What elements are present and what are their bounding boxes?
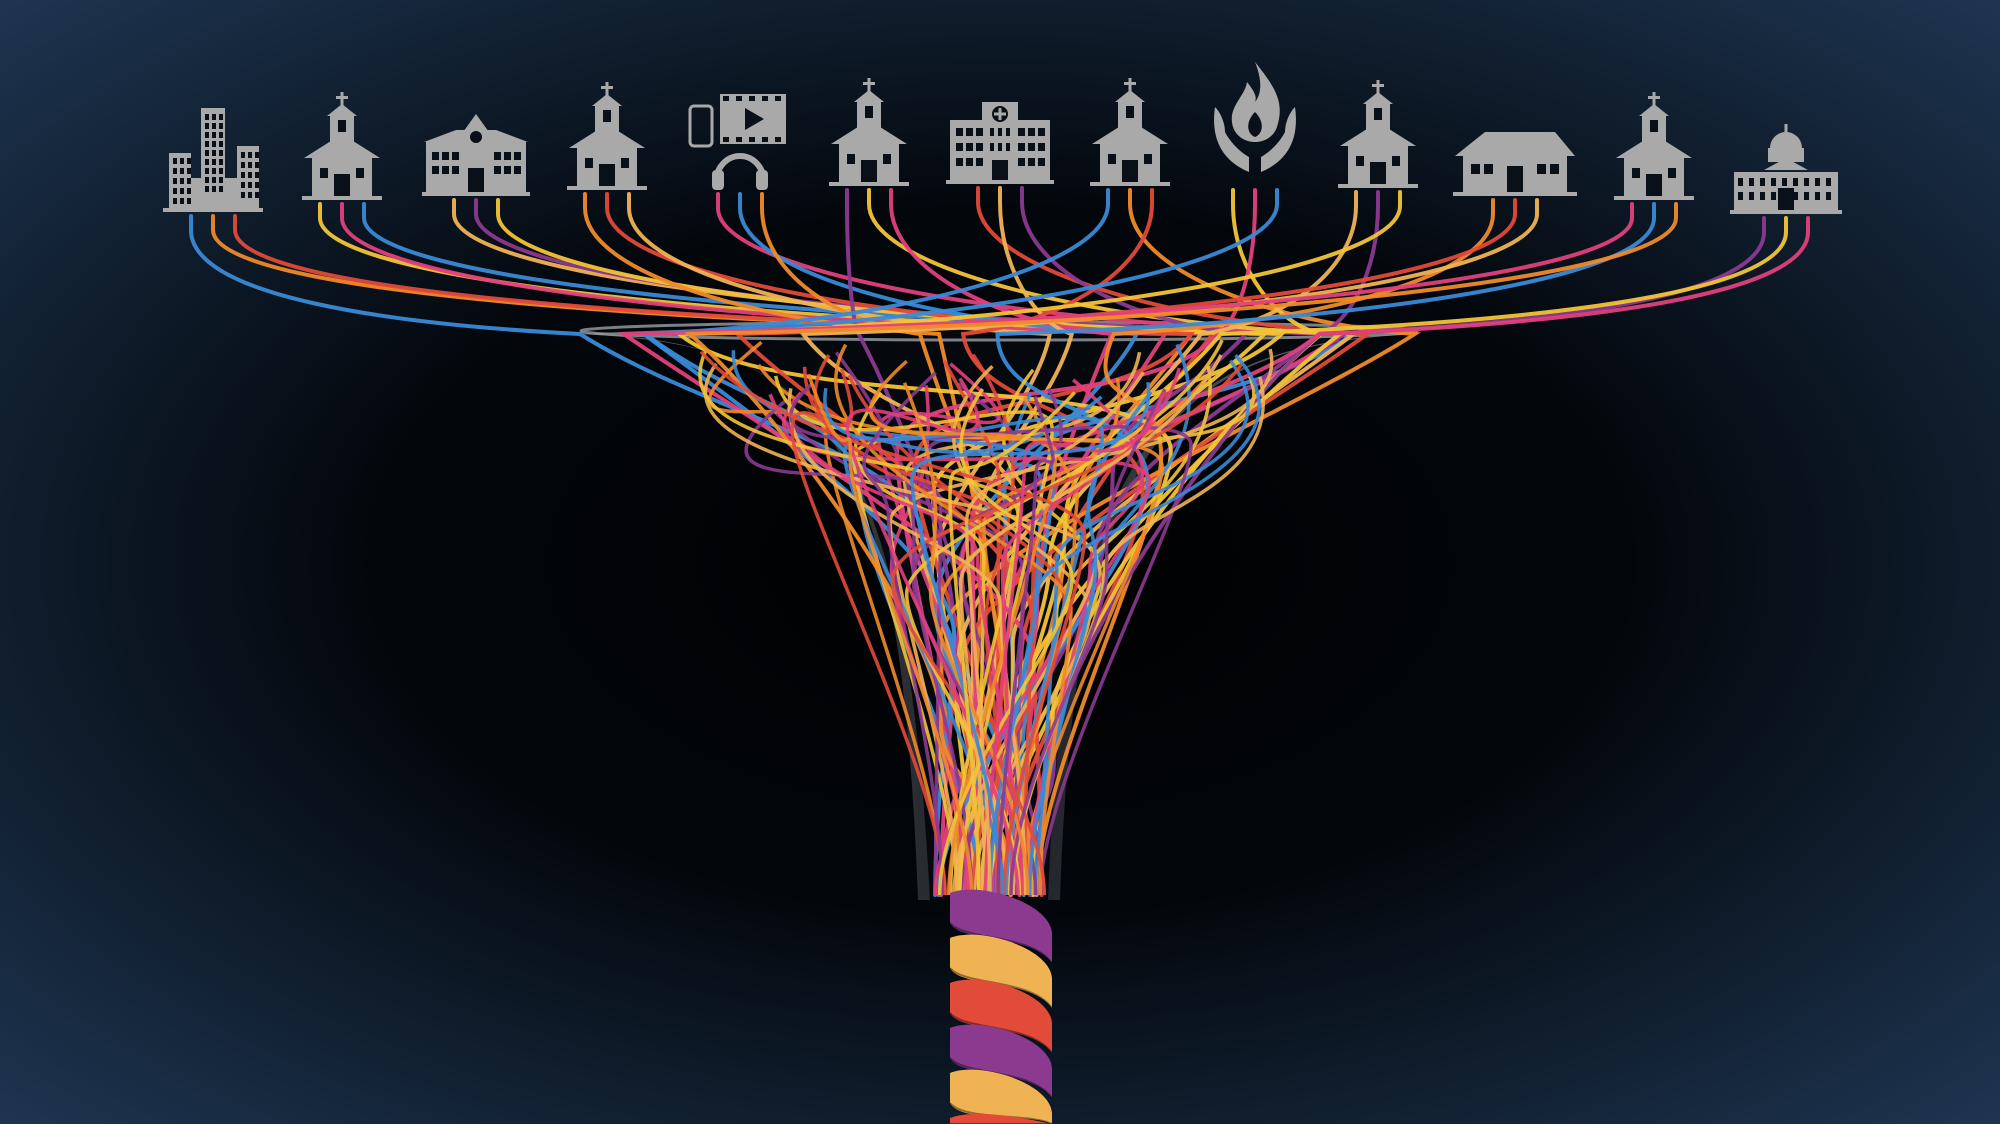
wire (862, 371, 945, 896)
church-icon (567, 82, 647, 190)
capitol-building-icon (1730, 124, 1842, 214)
wire (787, 387, 1028, 896)
rope-strand (950, 1024, 1052, 1098)
wire (673, 190, 1402, 897)
wire (789, 381, 1193, 896)
wire (768, 393, 1024, 896)
wire (982, 377, 1121, 896)
wire (744, 398, 943, 896)
church-icon (1614, 92, 1694, 200)
wire (617, 202, 1634, 897)
rope-strand (950, 934, 1052, 1008)
wire (910, 381, 1151, 896)
office-buildings-icon (163, 108, 263, 212)
wire (902, 382, 1030, 896)
wire (983, 391, 1165, 896)
wire (732, 198, 1517, 897)
wire (1009, 388, 1167, 896)
hands-flame-icon (1214, 62, 1296, 172)
wire (996, 395, 1055, 896)
wire (807, 373, 974, 896)
church-icon (829, 78, 909, 186)
church-icon (302, 92, 382, 200)
twisted-rope (949, 889, 1053, 1124)
house-icon (1453, 132, 1577, 196)
rope-strand (950, 979, 1052, 1053)
wire (988, 354, 1261, 896)
hospital-icon (946, 102, 1054, 184)
church-icon (1338, 80, 1418, 188)
wires (189, 186, 1810, 897)
wire (1038, 359, 1250, 896)
wire (958, 354, 1223, 896)
rope-strand (950, 1069, 1052, 1124)
wire (699, 350, 1087, 896)
wire (948, 391, 1077, 896)
rope-strand (950, 1113, 1052, 1124)
wire (790, 368, 948, 896)
school-icon (422, 114, 530, 196)
icon-row (163, 62, 1842, 214)
media-devices-icon (688, 94, 786, 190)
church-icon (1090, 78, 1170, 186)
wire (627, 192, 1053, 897)
rope-strand (950, 889, 1052, 963)
